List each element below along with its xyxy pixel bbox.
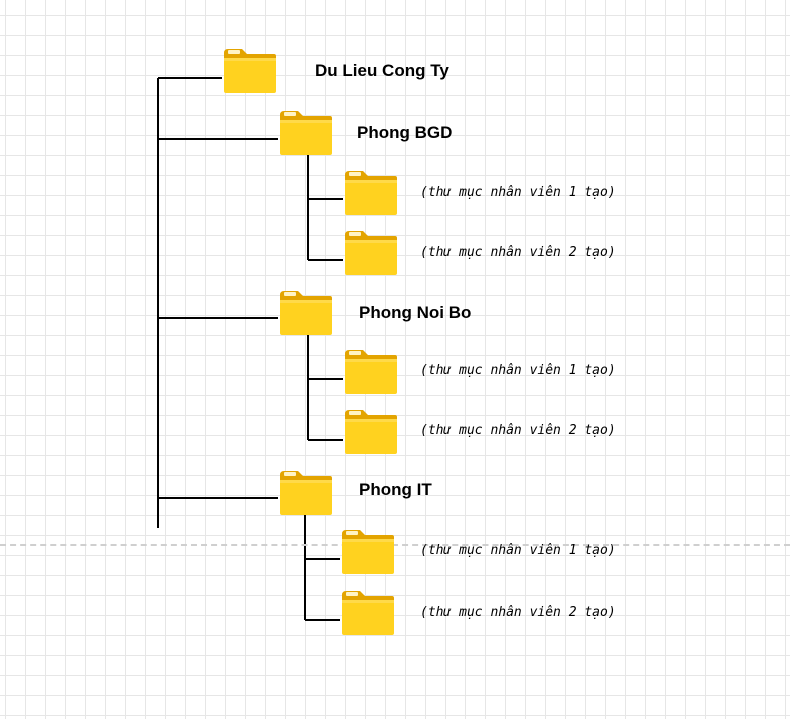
dept-label-noibo: Phong Noi Bo [359,303,472,322]
folder-icon[interactable] [340,589,396,635]
page-break-line [0,544,790,546]
subfolder-note-it-2: (thư mục nhân viên 2 tạo) [420,605,616,620]
folder-icon[interactable] [278,109,334,155]
folder-icon[interactable] [278,289,334,335]
folder-icon[interactable] [343,229,399,275]
subfolder-note-bgd-2: (thư mục nhân viên 2 tạo) [420,245,616,260]
folder-icon[interactable] [343,169,399,215]
subfolder-note-it-1: (thư mục nhân viên 1 tạo) [420,543,616,558]
subfolder-note-noibo-1: (thư mục nhân viên 1 tạo) [420,363,616,378]
folder-icon[interactable] [343,348,399,394]
folder-icon[interactable] [278,469,334,515]
folder-icon[interactable] [343,408,399,454]
folder-icon[interactable] [340,528,396,574]
folder-icon[interactable] [222,47,278,93]
subfolder-note-bgd-1: (thư mục nhân viên 1 tạo) [420,185,616,200]
dept-label-bgd: Phong BGD [357,123,453,142]
root-folder-label: Du Lieu Cong Ty [315,61,449,80]
subfolder-note-noibo-2: (thư mục nhân viên 2 tạo) [420,423,616,438]
dept-label-it: Phong IT [359,480,432,499]
